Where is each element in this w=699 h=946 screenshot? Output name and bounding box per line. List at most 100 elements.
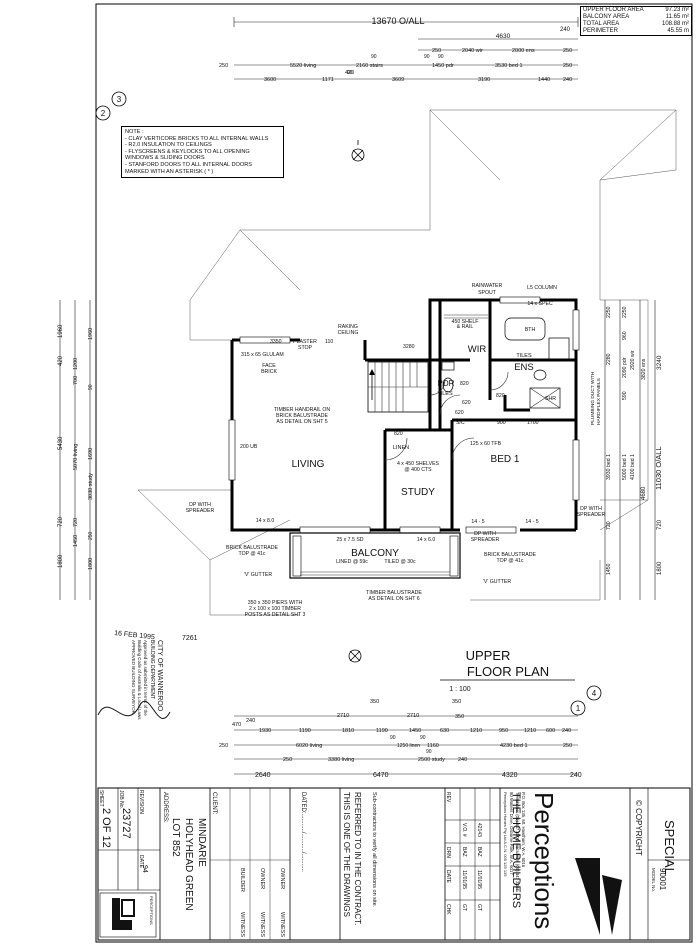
svg-text:350 x 350 PIERS WITH: 350 x 350 PIERS WITH <box>248 600 303 606</box>
section-ref-1-4: 1 4 <box>570 685 602 716</box>
svg-text:2710: 2710 <box>337 713 349 719</box>
svg-text:BRICK BALUSTRADE: BRICK BALUSTRADE <box>226 545 278 551</box>
svg-text:250: 250 <box>88 531 94 540</box>
dim-top3-4: 3190 <box>478 77 490 83</box>
svg-text:960: 960 <box>622 331 628 340</box>
perceptions-logo-icon <box>112 898 135 930</box>
svg-text:900: 900 <box>497 420 506 426</box>
svg-text:250: 250 <box>283 757 292 763</box>
svg-text:2250: 2250 <box>622 306 628 318</box>
svg-text:23727: 23727 <box>120 808 132 839</box>
dim-top2-4: 3530 bed 1 <box>495 63 523 69</box>
room-tiles-ens: TILES <box>516 353 532 359</box>
svg-text:BAZ: BAZ <box>461 847 467 857</box>
section-ref-2-3: 2 3 <box>95 91 127 121</box>
svg-text:BTH: BTH <box>525 327 536 333</box>
dim-top3-2: 420 <box>345 70 354 76</box>
svg-text:25 x 7.5 SD: 25 x 7.5 SD <box>336 537 363 543</box>
svg-text:1960: 1960 <box>58 324 64 338</box>
svg-text:1250 linen: 1250 linen <box>397 743 420 749</box>
svg-text:250: 250 <box>219 743 228 749</box>
svg-text:1800: 1800 <box>58 554 64 568</box>
svg-text:1960: 1960 <box>88 328 94 340</box>
svg-text:14 x 6.0: 14 x 6.0 <box>417 537 436 543</box>
svg-text:5070 living: 5070 living <box>73 444 79 470</box>
svg-text:720: 720 <box>58 516 64 527</box>
svg-text:BRICK BALUSTRADE: BRICK BALUSTRADE <box>484 552 536 558</box>
svg-text:90: 90 <box>420 735 426 741</box>
sheet-frame <box>95 3 693 943</box>
svg-text:BUILDING DEPARTMENT: BUILDING DEPARTMENT <box>149 640 155 699</box>
drawing-title-line1: UPPER <box>466 648 511 663</box>
dim-top2-3: 1450 pdr <box>432 63 454 69</box>
svg-text:1210: 1210 <box>524 728 536 734</box>
room-ens: ENS <box>514 362 534 373</box>
room-balcony: BALCONY <box>351 548 399 559</box>
svg-text:2920 wir: 2920 wir <box>630 350 636 370</box>
svg-text:WITNESS: WITNESS <box>279 912 285 937</box>
dim-top2-2: 2160 stairs <box>356 63 383 69</box>
svg-text:620: 620 <box>462 400 471 406</box>
svg-text:DATE: DATE <box>445 870 451 884</box>
svg-text:1810: 1810 <box>342 728 354 734</box>
svg-text:5430: 5430 <box>58 436 64 450</box>
svg-text:240: 240 <box>562 728 571 734</box>
roof-outline <box>137 109 677 616</box>
svg-text:PLASTER: PLASTER <box>293 339 317 345</box>
company-sail-logo-icon <box>575 858 622 935</box>
balcony-outline <box>289 532 461 579</box>
svg-text:BUILDER: BUILDER <box>239 868 245 892</box>
svg-text:11/01/95: 11/01/95 <box>476 870 482 889</box>
notes-line: - STANFORD DOORS TO ALL INTERNAL DOORS <box>125 161 253 168</box>
dim-top1-0: 250 <box>432 48 441 54</box>
svg-text:14 - 5: 14 - 5 <box>525 519 538 525</box>
svg-text:BRICK BALUSTRADE: BRICK BALUSTRADE <box>276 413 328 419</box>
svg-text:SHR: SHR <box>545 396 556 402</box>
svg-text:2640: 2640 <box>255 772 271 779</box>
svg-text:125 x 60 TFB: 125 x 60 TFB <box>470 441 502 447</box>
svg-text:FACE: FACE <box>262 363 276 369</box>
notes-line: - R2.0 INSULATION TO CEILINGS <box>125 142 212 149</box>
svg-text:LOT 852: LOT 852 <box>170 818 181 857</box>
svg-text:Approved as submitted in terms: Approved as submitted in terms of the <box>143 640 148 716</box>
svg-text:V.O. #: V.O. # <box>461 823 467 837</box>
svg-text:820: 820 <box>394 431 403 437</box>
svg-text:SPOUT: SPOUT <box>478 290 497 296</box>
svg-text:950: 950 <box>499 728 508 734</box>
svg-text:720: 720 <box>657 519 663 530</box>
room-wir: WIR <box>468 344 487 355</box>
svg-text:94: 94 <box>141 865 148 873</box>
svg-text:P.O. Box 135, Mt. Hawthorn, W.: P.O. Box 135, Mt. Hawthorn, W.A. 6016 <box>521 792 526 868</box>
svg-text:350: 350 <box>370 699 379 705</box>
svg-text:1200: 1200 <box>73 358 79 370</box>
dim-240-top: 240 <box>560 27 571 33</box>
svg-text:STOP: STOP <box>298 345 313 351</box>
svg-text:6020 living: 6020 living <box>296 743 322 749</box>
top-dimensions: 13670 O/ALL 240 4630 250 2040 wir 2000 e… <box>219 16 579 83</box>
svg-text:MINDARIE: MINDARIE <box>196 818 207 867</box>
svg-text:Telephone: (09) 347 3300, Facs: Telephone: (09) 347 3300, Facsimile: (09… <box>515 792 520 891</box>
room-bed1: BED 1 <box>491 454 520 465</box>
dim-top1s-0: 90 <box>371 54 377 60</box>
svg-text:3380 living: 3380 living <box>328 757 354 763</box>
svg-text:GT: GT <box>476 904 482 911</box>
svg-text:PLUMBING DUCT WITH: PLUMBING DUCT WITH <box>590 371 596 425</box>
svg-text:240: 240 <box>246 718 255 724</box>
svg-text:42143: 42143 <box>476 823 482 837</box>
room-study: STUDY <box>401 487 435 498</box>
svg-text:AS DETAIL ON SHT 6: AS DETAIL ON SHT 6 <box>368 596 419 602</box>
svg-text:315 x 65 GLULAM: 315 x 65 GLULAM <box>241 352 284 358</box>
svg-text:7261: 7261 <box>182 635 198 642</box>
overall-width-label: 13670 O/ALL <box>371 16 424 26</box>
approval-stamp: CITY OF WANNEROO BUILDING DEPARTMENT App… <box>131 640 163 720</box>
dim-top1-2: 2000 ens <box>512 48 535 54</box>
svg-text:DATED:.........../.........../: DATED:.........../.........../..........… <box>300 792 306 872</box>
dim-top1-3: 250 <box>563 48 572 54</box>
svg-text:AS DETAIL ON SHT 5: AS DETAIL ON SHT 5 <box>276 419 327 425</box>
dim-top3-6: 240 <box>563 77 572 83</box>
svg-text:14 - 5: 14 - 5 <box>471 519 484 525</box>
svg-text:630: 630 <box>440 728 449 734</box>
